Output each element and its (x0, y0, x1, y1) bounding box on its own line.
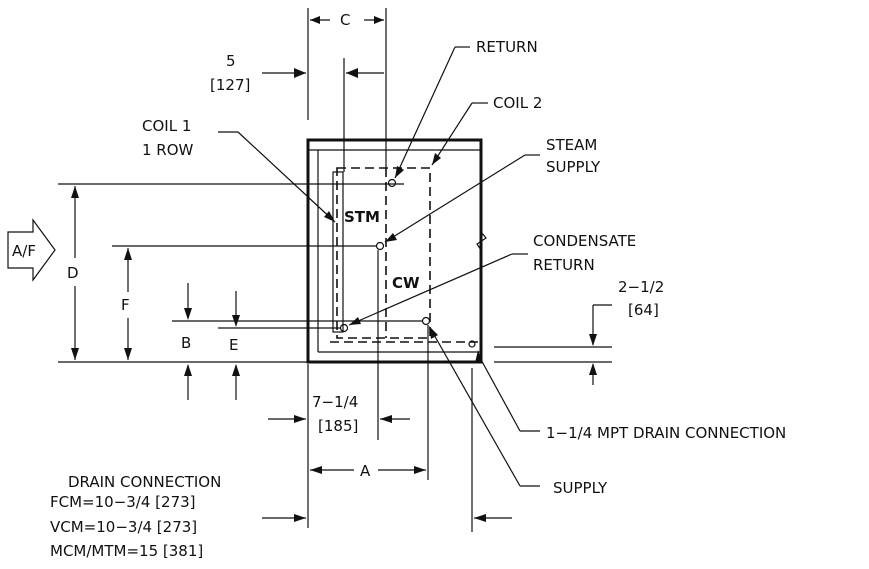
svg-text:7−1/4: 7−1/4 (312, 393, 358, 411)
drain-table-row: FCM=10−3/4 [273] (50, 493, 196, 511)
svg-text:SUPPLY: SUPPLY (553, 479, 608, 497)
dimension-f: F (112, 245, 376, 360)
dimension-7-1-4: 7−1/4 [185] (268, 250, 410, 440)
svg-text:1 ROW: 1 ROW (142, 141, 194, 159)
dimension-e: E (218, 291, 340, 400)
svg-text:[127]: [127] (210, 76, 250, 94)
svg-text:C: C (340, 11, 350, 29)
svg-text:RETURN: RETURN (533, 256, 595, 274)
dimension-c: C (307, 8, 387, 168)
coil-1-callout: COIL 1 1 ROW (142, 117, 336, 223)
svg-text:CONDENSATE: CONDENSATE (533, 232, 636, 250)
svg-text:1−1/4 MPT DRAIN CONNECTION: 1−1/4 MPT DRAIN CONNECTION (546, 424, 786, 442)
svg-text:2−1/2: 2−1/2 (618, 278, 664, 296)
dimension-d: D (58, 183, 404, 363)
svg-text:[64]: [64] (628, 301, 659, 319)
coil-2-callout: COIL 2 (431, 94, 542, 166)
return-connection (387, 178, 397, 188)
svg-text:E: E (229, 336, 238, 354)
svg-text:COIL 2: COIL 2 (493, 94, 542, 112)
stm-label: STM (344, 208, 380, 226)
steam-supply-callout: STEAM SUPPLY (384, 136, 601, 243)
svg-text:[185]: [185] (318, 417, 358, 435)
return-callout: RETURN (394, 38, 538, 179)
svg-text:SUPPLY: SUPPLY (546, 158, 601, 176)
svg-text:A/F: A/F (12, 242, 36, 260)
steam-supply-connection (375, 241, 385, 251)
drain-connection (468, 340, 476, 348)
cw-label: CW (392, 274, 420, 292)
drain-connection-dimension (262, 368, 512, 532)
supply-callout: SUPPLY (429, 326, 608, 497)
svg-text:A: A (360, 462, 371, 480)
svg-text:B: B (181, 334, 191, 352)
airflow-arrow: A/F (7, 218, 56, 282)
supply-connection (421, 316, 431, 326)
steam-coil-outline (332, 171, 344, 333)
svg-text:RETURN: RETURN (476, 38, 538, 56)
drain-table-row: VCM=10−3/4 [273] (50, 518, 197, 536)
dimension-a: A (307, 325, 429, 528)
condensate-return-callout: CONDENSATE RETURN (348, 232, 636, 326)
drain-connection-table: DRAIN CONNECTION FCM=10−3/4 [273] VCM=10… (50, 473, 221, 560)
svg-text:F: F (121, 296, 130, 314)
svg-text:STEAM: STEAM (546, 136, 597, 154)
svg-text:D: D (67, 264, 79, 282)
drain-table-row: MCM/MTM=15 [381] (50, 542, 203, 560)
condensate-return-connection (339, 323, 349, 333)
dimension-2-1-2: 2−1/2 [64] (494, 278, 664, 385)
drain-table-title: DRAIN CONNECTION (68, 473, 221, 491)
coil-2-outline (336, 167, 431, 339)
mpt-drain-callout: 1−1/4 MPT DRAIN CONNECTION (475, 350, 786, 442)
svg-text:COIL 1: COIL 1 (142, 117, 191, 135)
svg-text:5: 5 (226, 52, 236, 70)
dimension-b: B (172, 283, 422, 400)
dimension-5: 5 [127] (210, 52, 384, 172)
